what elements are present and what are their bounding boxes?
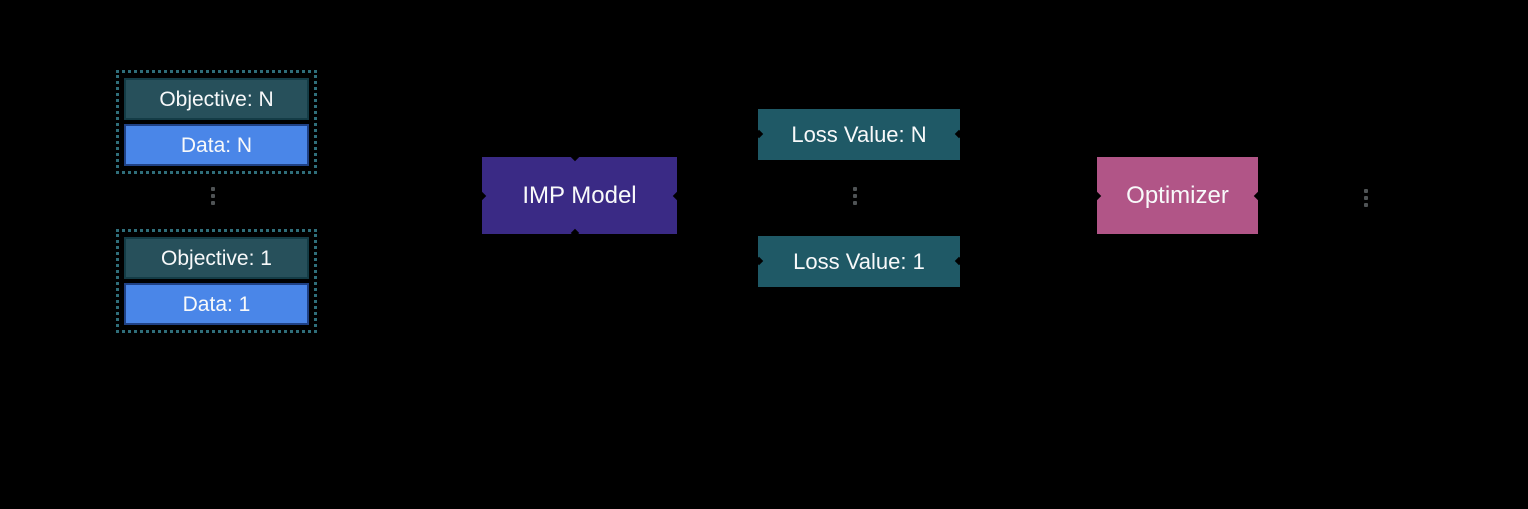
imp-model-box: IMP Model	[482, 157, 677, 234]
objective-n-box: Objective: N	[124, 78, 309, 120]
data-1-box: Data: 1	[124, 283, 309, 325]
loss-value-n-box: Loss Value: N	[758, 109, 960, 160]
vertical-ellipsis-icon	[211, 187, 215, 205]
optimizer-box: Optimizer	[1097, 157, 1258, 234]
data-n-box: Data: N	[124, 124, 309, 166]
vertical-ellipsis-icon	[853, 187, 857, 205]
task-group-1: Objective: 1 Data: 1	[116, 229, 317, 333]
objective-1-box: Objective: 1	[124, 237, 309, 279]
vertical-ellipsis-icon	[1364, 189, 1368, 207]
loss-value-1-box: Loss Value: 1	[758, 236, 960, 287]
task-group-n: Objective: N Data: N	[116, 70, 317, 174]
